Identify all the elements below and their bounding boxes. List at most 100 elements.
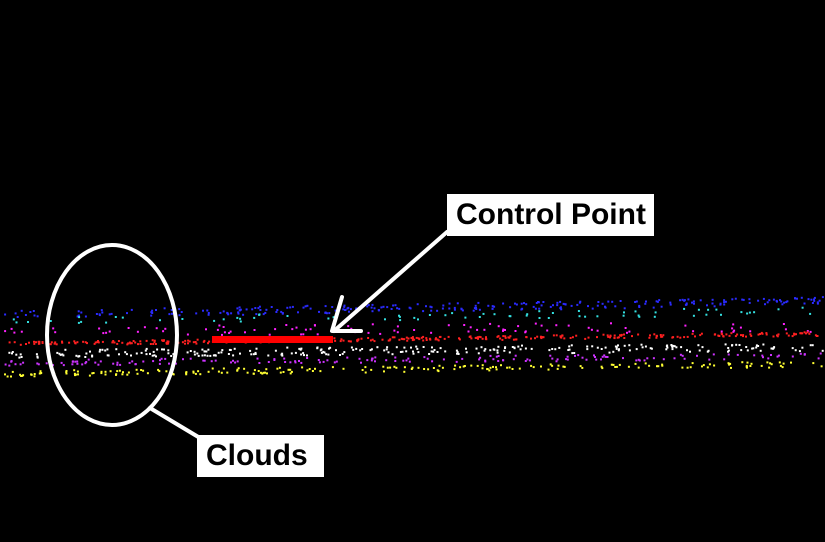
point-mark <box>773 346 776 349</box>
point-mark <box>820 365 823 368</box>
point-mark <box>112 340 115 342</box>
point-mark <box>817 357 820 360</box>
point-mark <box>118 369 121 372</box>
point-mark <box>193 350 196 353</box>
point-mark <box>430 331 433 334</box>
point-mark <box>742 298 745 301</box>
point-mark <box>163 307 166 310</box>
point-mark <box>61 353 64 356</box>
point-mark <box>239 308 242 311</box>
point-mark <box>556 304 559 307</box>
point-mark <box>626 331 628 334</box>
point-mark <box>461 309 464 312</box>
point-mark <box>218 324 221 327</box>
point-mark <box>481 337 484 340</box>
point-mark <box>538 307 541 310</box>
point-mark <box>393 336 396 339</box>
point-mark <box>358 357 361 360</box>
point-mark <box>301 366 304 369</box>
point-mark <box>55 343 58 346</box>
point-mark <box>729 362 732 365</box>
point-mark <box>262 371 265 374</box>
point-mark <box>121 373 124 376</box>
point-mark <box>813 296 816 299</box>
point-mark <box>715 308 718 311</box>
point-mark <box>192 370 195 373</box>
point-mark <box>467 330 470 333</box>
point-mark <box>559 336 562 339</box>
point-mark <box>395 346 398 349</box>
point-mark <box>637 314 640 317</box>
point-mark <box>776 355 779 358</box>
point-mark <box>188 340 191 343</box>
point-mark <box>101 348 104 351</box>
point-mark <box>422 310 425 313</box>
point-mark <box>73 340 76 343</box>
point-mark <box>342 308 345 311</box>
point-mark <box>253 329 256 331</box>
point-mark <box>257 370 260 372</box>
point-mark <box>85 352 88 355</box>
point-mark <box>640 343 643 346</box>
point-mark <box>480 346 483 349</box>
point-mark <box>645 300 647 303</box>
point-mark <box>298 347 301 350</box>
point-mark <box>228 332 231 334</box>
point-mark <box>117 340 120 342</box>
point-mark <box>420 336 423 339</box>
point-mark <box>431 346 433 349</box>
point-mark <box>403 338 406 341</box>
point-mark <box>135 352 138 355</box>
point-mark <box>393 329 396 332</box>
point-mark <box>771 347 774 350</box>
clouds-pointer-line <box>148 406 202 440</box>
point-mark <box>732 330 735 333</box>
point-mark <box>142 369 145 372</box>
point-mark <box>542 336 545 339</box>
point-mark <box>800 296 803 299</box>
point-mark <box>736 353 739 356</box>
point-mark <box>376 346 379 349</box>
point-mark <box>213 319 216 322</box>
point-mark <box>50 341 53 344</box>
point-mark <box>134 341 137 344</box>
point-mark <box>130 354 132 357</box>
point-mark <box>537 301 539 303</box>
point-mark <box>320 351 323 354</box>
point-mark <box>168 313 171 316</box>
point-mark <box>223 331 226 334</box>
point-mark <box>98 327 101 330</box>
point-mark <box>654 311 657 314</box>
point-mark <box>623 344 626 347</box>
point-mark <box>51 364 54 367</box>
point-mark <box>139 340 142 343</box>
point-mark <box>196 338 199 341</box>
point-mark <box>417 366 420 369</box>
point-mark <box>339 354 341 356</box>
point-mark <box>54 331 57 334</box>
point-mark <box>594 356 596 358</box>
point-mark <box>233 347 236 350</box>
point-mark <box>370 359 373 362</box>
point-mark <box>10 375 12 378</box>
point-mark <box>448 307 451 310</box>
point-mark <box>300 333 303 336</box>
point-mark <box>660 305 663 308</box>
point-mark <box>617 336 620 339</box>
point-mark <box>578 315 581 318</box>
point-mark <box>405 350 408 353</box>
point-cloud-layers <box>4 296 824 378</box>
point-mark <box>782 323 785 325</box>
point-mark <box>20 356 23 358</box>
point-mark <box>222 310 225 313</box>
point-mark <box>24 314 27 316</box>
point-mark <box>581 366 584 369</box>
point-mark <box>81 363 84 366</box>
point-mark <box>489 366 492 369</box>
point-mark <box>821 349 824 352</box>
point-mark <box>410 346 412 349</box>
point-mark <box>324 311 327 314</box>
point-mark <box>791 347 794 350</box>
point-mark <box>502 335 505 338</box>
point-mark <box>438 364 441 367</box>
